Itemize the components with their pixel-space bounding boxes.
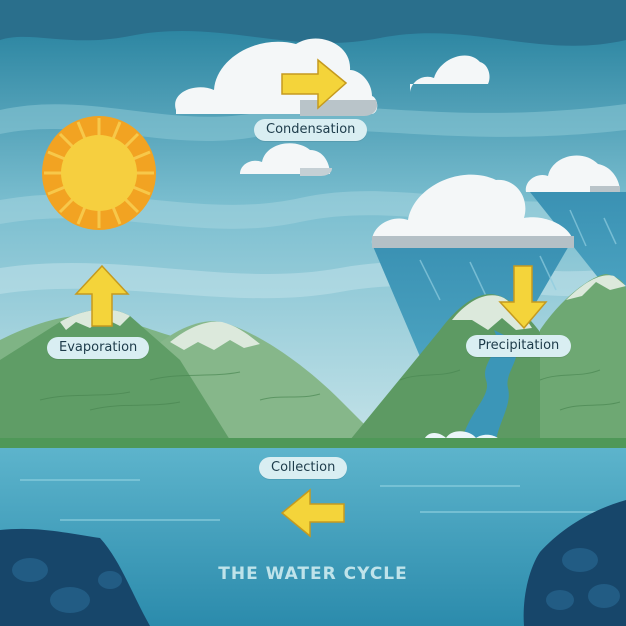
label-collection: Collection	[259, 457, 348, 479]
mountain-right-far	[540, 274, 626, 440]
shoreline	[0, 438, 626, 450]
cloud-icon-middle	[240, 143, 332, 176]
arrow-down-icon	[498, 265, 548, 330]
diagram-title: THE WATER CYCLE	[218, 564, 408, 584]
arrow-up-icon	[74, 264, 130, 327]
rocks-left	[0, 528, 150, 626]
mountain-hatching	[39, 369, 621, 411]
rain-streaks	[419, 209, 617, 301]
mountain-center-snow	[170, 321, 260, 350]
label-precipitation: Precipitation	[466, 335, 572, 357]
arrow-left-icon	[280, 488, 345, 538]
label-evaporation: Evaporation	[47, 337, 150, 359]
river	[462, 330, 517, 440]
cloud-icon-small-right	[410, 55, 490, 92]
arrow-right-icon	[281, 58, 348, 110]
rock-spots	[12, 548, 620, 613]
label-condensation: Condensation	[254, 119, 368, 141]
mountain-right-snow	[452, 295, 532, 330]
sky-band-top	[0, 0, 626, 46]
sun-icon	[42, 116, 156, 230]
mountain-far-right-snow	[566, 275, 626, 300]
cloud-icon-rain	[371, 174, 574, 248]
water-ripples	[20, 479, 600, 521]
